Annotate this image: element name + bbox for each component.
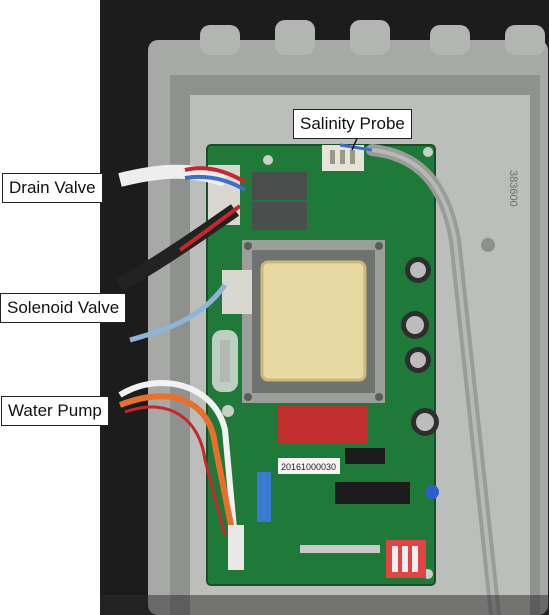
capacitors xyxy=(401,257,439,499)
solenoid-valve-wire xyxy=(129,283,228,343)
transformer xyxy=(242,240,385,403)
water-pump-label: Water Pump xyxy=(1,396,109,426)
serial-number: 20161000030 xyxy=(281,462,336,472)
drain-valve-label: Drain Valve xyxy=(2,173,103,203)
ic-chip-small xyxy=(345,448,385,464)
salinity-probe-label: Salinity Probe xyxy=(293,109,412,139)
serial-sticker: 20161000030 xyxy=(278,458,340,474)
solenoid-terminal xyxy=(222,270,252,314)
solenoid-valve-label: Solenoid Valve xyxy=(0,293,127,323)
housing-code: 383600 xyxy=(507,170,519,207)
probe-connector xyxy=(322,145,364,171)
dip-switch xyxy=(386,540,426,578)
ic-chip xyxy=(335,482,410,504)
water-pump-wires xyxy=(118,379,244,570)
led-strip xyxy=(300,545,380,553)
power-relay xyxy=(278,405,368,443)
fuse xyxy=(212,330,238,392)
blue-component xyxy=(257,472,271,522)
relays xyxy=(252,172,307,230)
